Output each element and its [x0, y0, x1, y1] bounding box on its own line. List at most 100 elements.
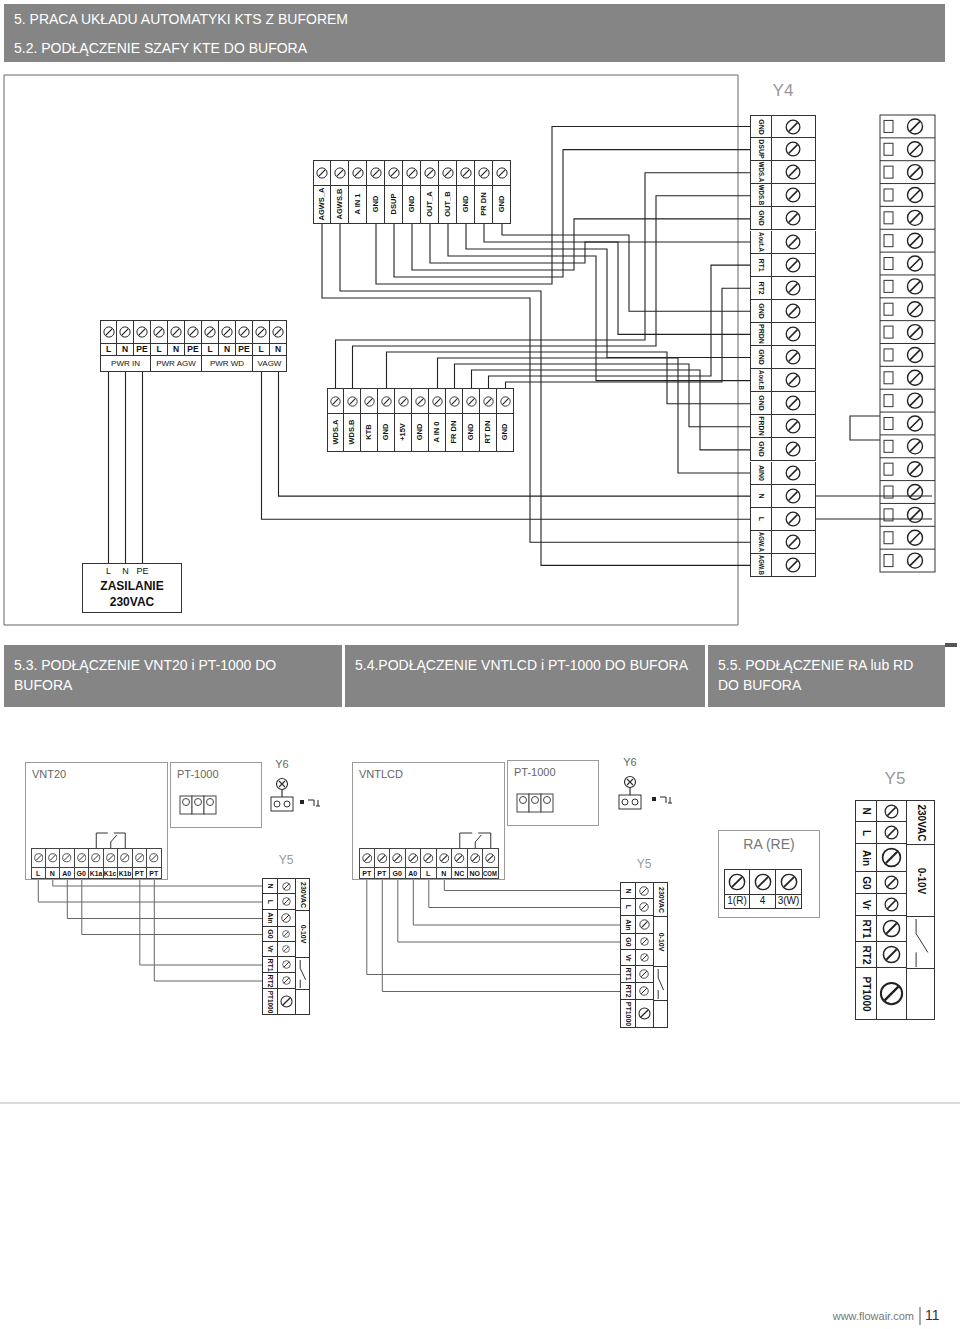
screw-symbol: [785, 511, 801, 527]
screw-cell: [876, 968, 906, 1019]
pin-label: PT: [377, 869, 386, 876]
terminal: K1b: [118, 848, 133, 879]
group-label: VAGW: [258, 360, 282, 368]
group-cell: 0-10V: [296, 911, 309, 958]
pin-label: NO: [470, 869, 481, 876]
screw-symbol: [153, 326, 165, 338]
wire: [340, 224, 750, 565]
screw-cell: [635, 983, 653, 999]
group-cell: 230VAC: [654, 883, 667, 917]
screw-symbol: [221, 326, 233, 338]
wire: [367, 880, 620, 975]
label-cell: Aout.B: [751, 369, 772, 391]
screw-slot: [910, 441, 920, 451]
terminal: FRDN: [750, 415, 816, 438]
terminal: COM: [483, 848, 499, 879]
screw-symbol: [754, 873, 772, 891]
pin-label: OUT_B: [444, 191, 452, 216]
label-cell: GND: [493, 185, 510, 223]
pin-label: K1b: [118, 869, 131, 876]
pin-label: G0: [267, 929, 274, 938]
screw-cell: [725, 870, 749, 895]
screw-symbol: [908, 416, 923, 431]
group-cell: VAGW: [253, 355, 287, 372]
terminal: RT DN: [480, 388, 497, 452]
label-cell: L: [151, 343, 167, 355]
screw-symbol: [77, 853, 87, 863]
screw-symbol: [496, 167, 508, 179]
label-cell: L: [751, 508, 772, 530]
screw-cell: [771, 346, 815, 368]
label-cell: N: [117, 343, 133, 355]
label-cell: L: [32, 867, 45, 878]
screw-symbol: [785, 488, 801, 504]
wire: [262, 372, 751, 519]
label-cell: PRDN: [751, 323, 772, 345]
screw-cell: [202, 321, 218, 344]
label-cell: GND: [463, 413, 479, 451]
label-cell: KTB: [361, 413, 377, 451]
screw-symbol: [785, 557, 801, 573]
pin-label: PE: [187, 345, 198, 354]
terminal: NC: [452, 848, 468, 879]
wire: [353, 196, 751, 388]
relay-symbol: [89, 830, 133, 848]
terminal-divider: [880, 503, 935, 504]
group-label: 230VAC: [916, 804, 926, 841]
screw-cell: [147, 849, 161, 868]
pin-label: PRDN: [758, 324, 765, 344]
label-cell: +15V: [395, 413, 411, 451]
terminal: AGW.A: [750, 531, 816, 554]
screw-cell: [771, 277, 815, 299]
screw-cell: [277, 957, 295, 972]
pin-label: N: [50, 869, 55, 876]
screw-cell: [277, 910, 295, 926]
pin-label: GND: [382, 424, 390, 441]
screw-symbol: [392, 853, 403, 864]
pin-label: N: [224, 345, 230, 354]
header-band: 5. PRACA UKŁADU AUTOMATYKI KTS Z BUFOREM…: [4, 4, 945, 62]
screw-cell: [876, 801, 906, 821]
screw-symbol: [120, 853, 130, 863]
terminal-strip: AGWS_AAGWS.BA IN 1GNDDSUPGNDOUT_AOUT_BGN…: [313, 160, 511, 224]
terminal-tab: [884, 189, 893, 201]
screw-cell: [635, 950, 653, 965]
screw-symbol: [785, 187, 801, 203]
label-cell: COM: [483, 867, 498, 878]
power-terminal-strip: LNPELNPELNPELNPWR INPWR AGWPWR WDVAGW: [100, 320, 287, 372]
label-cell: L: [421, 867, 436, 878]
section-band: 5.3. PODŁĄCZENIE VNT20 i PT-1000 DO BUFO…: [4, 645, 342, 707]
screw-slot: [910, 510, 920, 520]
screw-symbol: [48, 853, 58, 863]
controller-box: VNTLCDPTPTG0A0LNNCNOCOM: [352, 762, 505, 880]
screw-cell: [46, 849, 60, 868]
sensor-box: PT-1000: [170, 762, 262, 828]
label-cell: Aout.A: [751, 231, 772, 253]
wire: [67, 880, 262, 919]
screw-cell: [277, 879, 295, 893]
wire: [279, 372, 751, 496]
screw-cell: [771, 415, 815, 437]
screw-symbol: [882, 919, 901, 938]
group-label: PWR WD: [210, 360, 244, 368]
terminal: A0: [406, 848, 422, 879]
terminal: N: [262, 878, 296, 894]
terminal: AGW.B: [750, 554, 816, 577]
pin-label: AIN0: [758, 465, 765, 481]
pin-label: PE: [131, 567, 155, 576]
terminal-strip-outline: [880, 115, 935, 572]
screw-symbol: [884, 825, 899, 840]
label-cell: RT1: [856, 916, 877, 941]
screw-cell: [349, 161, 366, 186]
screw-symbol: [500, 396, 511, 407]
screw-symbol: [908, 302, 923, 317]
screw-slot: [910, 396, 920, 406]
terminal-divider: [880, 137, 935, 138]
screw-cell: [635, 934, 653, 949]
pin-label: PT1000: [267, 990, 274, 1013]
sensor-icon: [268, 777, 296, 815]
strip-heading: Y5: [600, 858, 688, 870]
terminal: DSUP: [385, 160, 403, 224]
pin-label: COM: [483, 869, 497, 876]
group-cell: 230VAC: [296, 879, 309, 911]
